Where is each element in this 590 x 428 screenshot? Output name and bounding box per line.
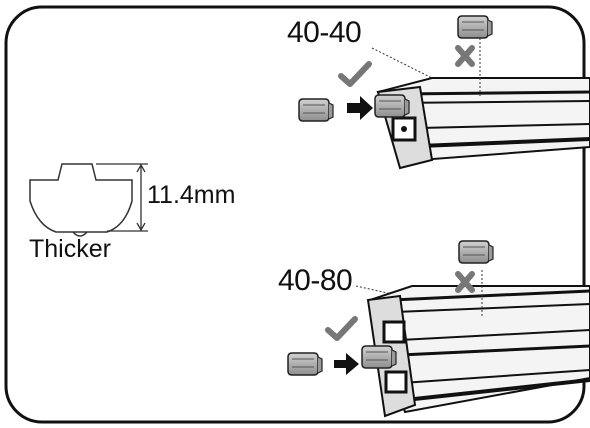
t-nut-icon xyxy=(287,352,323,376)
nut-type-label: Thicker xyxy=(29,235,111,263)
t-nut-icon xyxy=(458,240,494,264)
t-nut-icon xyxy=(298,98,334,122)
arrow-right-icon xyxy=(334,353,359,375)
t-nut-icon xyxy=(457,15,493,39)
profile-label-40-80: 40-80 xyxy=(278,264,353,297)
arrow-right-icon xyxy=(347,96,373,120)
cross-mark-icon xyxy=(455,45,475,67)
t-nut-icon xyxy=(361,345,397,369)
profile-label-40-40: 40-40 xyxy=(287,16,362,49)
check-mark-icon xyxy=(338,61,372,87)
t-nut-icon xyxy=(374,94,410,118)
cross-mark-icon xyxy=(455,271,475,293)
dimension-marker xyxy=(96,163,148,232)
extrusion-profile-icon xyxy=(376,77,590,170)
t-nut-cross-section xyxy=(29,163,133,237)
dimension-label: 11.4mm xyxy=(147,181,236,209)
leader-line-bottom xyxy=(355,285,411,299)
check-mark-icon xyxy=(325,316,358,341)
leader-line-top xyxy=(371,47,433,79)
